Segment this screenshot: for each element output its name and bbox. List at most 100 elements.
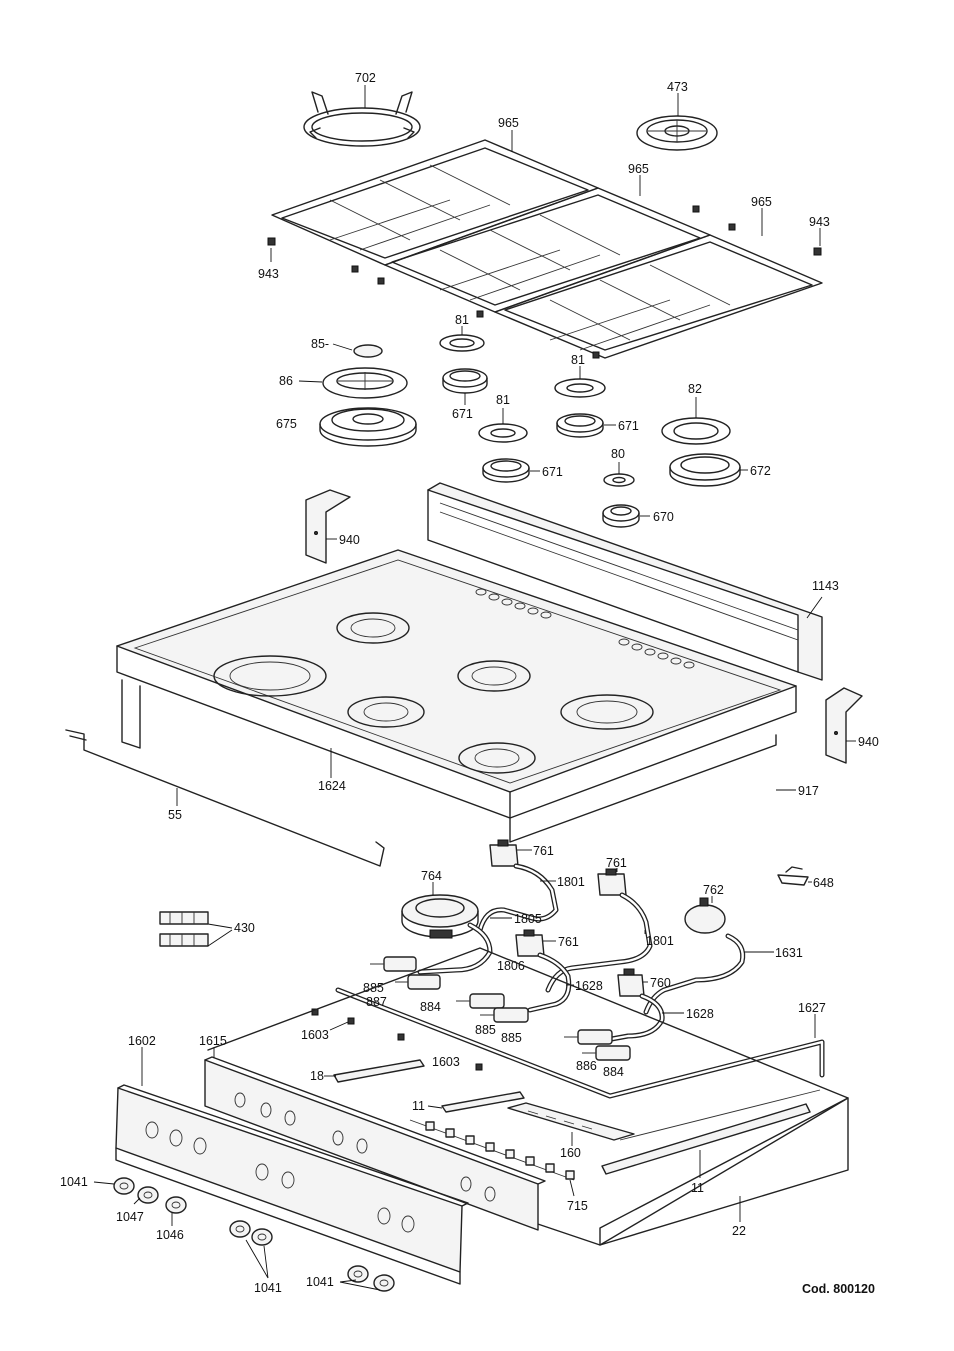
callout-965-b: 965 [628,162,649,176]
callout-1602: 1602 [128,1034,156,1048]
burner-crown-86 [322,367,408,399]
control-knobs-1041 [113,1177,395,1292]
base-tray-22 [207,947,849,1246]
callout-1603-a: 1603 [301,1028,329,1042]
callout-1806: 1806 [497,959,525,973]
callout-1801-a: 1801 [557,875,585,889]
burner-cap-82 [661,417,731,445]
callout-1624: 1624 [318,779,346,793]
callout-11-b: 11 [691,1181,704,1195]
rail-11-a [441,1091,525,1113]
clip-1603-d [475,1063,483,1071]
callout-160: 160 [560,1146,581,1160]
pan-support-grates-965 [267,139,823,359]
callout-1801-b: 1801 [646,934,674,948]
callout-1628-a: 1628 [575,979,603,993]
callout-885-b: 885 [475,1023,496,1037]
callout-940-a: 940 [339,533,360,547]
callout-81-a: 81 [455,313,469,327]
callout-80: 80 [611,447,625,461]
clip-1603-a [311,1008,319,1016]
terminal-blocks-430 [159,911,209,947]
clip-1603-c [397,1033,405,1041]
callout-715: 715 [567,1199,588,1213]
callout-22: 22 [732,1224,746,1238]
clip-648 [777,866,809,886]
callout-1047: 1047 [116,1210,144,1224]
control-panel-1602 [115,1084,469,1285]
callout-1627: 1627 [798,1001,826,1015]
rail-11-b [601,1103,811,1175]
callout-1631: 1631 [775,946,803,960]
gas-valves [370,956,631,1061]
rail-18 [333,1059,425,1083]
callout-887: 887 [366,995,387,1009]
callout-886: 886 [576,1059,597,1073]
callout-1603-b: 1603 [432,1055,460,1069]
callout-965-a: 965 [498,116,519,130]
callout-884-a: 884 [420,1000,441,1014]
callout-648: 648 [813,876,834,890]
bracket-940-right [825,687,863,764]
callout-81-b: 81 [496,393,510,407]
callout-672: 672 [750,464,771,478]
callout-473: 473 [667,80,688,94]
callout-430: 430 [234,921,255,935]
side-panel-917 [509,734,777,843]
burner-cap-81-c [554,378,606,398]
callout-943-b: 943 [809,215,830,229]
callout-761-c: 761 [558,935,579,949]
callout-885-c: 885 [501,1031,522,1045]
control-panel-1615 [204,1056,546,1231]
callout-1046: 1046 [156,1228,184,1242]
backguard-1143 [427,482,823,681]
callout-943-a: 943 [258,267,279,281]
callout-11-a: 11 [412,1099,425,1113]
callout-917: 917 [798,784,819,798]
injector-761-c [515,929,545,957]
callout-55: 55 [168,808,182,822]
callout-1143: 1143 [812,579,839,593]
callout-1041-c: 1041 [306,1275,334,1289]
injector-762 [684,897,726,934]
callout-762: 762 [703,883,724,897]
injector-761-a [489,839,519,867]
hob-top-plate [116,549,797,819]
callout-884-b: 884 [603,1065,624,1079]
main-gas-pipe-1627 [335,987,825,1099]
ignition-module-160 [507,1102,635,1141]
callout-86: 86 [279,374,293,388]
callout-764: 764 [421,869,442,883]
burner-base-675 [319,407,417,447]
wok-ring-702 [303,91,421,147]
burner-cap-80 [603,473,635,487]
callout-761-b: 761 [606,856,627,870]
burner-cap-85 [353,344,383,358]
diagram-code-label: Cod. 800120 [802,1282,875,1296]
callout-761-a: 761 [533,844,554,858]
callout-85: 85- [311,337,329,351]
burner-671-c [556,413,604,438]
callout-675: 675 [276,417,297,431]
callout-1615: 1615 [199,1034,227,1048]
callout-670: 670 [653,510,674,524]
callout-760: 760 [650,976,671,990]
burner-cap-81-a [439,334,485,352]
callout-1041-b: 1041 [254,1281,282,1295]
bracket-940-left [305,489,351,564]
burner-671-b [482,458,530,483]
callout-82: 82 [688,382,702,396]
injector-760 [617,968,645,997]
callout-18: 18 [310,1069,324,1083]
callout-702: 702 [355,71,376,85]
clip-1603-b [347,1017,355,1025]
callout-671-c: 671 [618,419,639,433]
callout-81-c: 81 [571,353,585,367]
support-rod-55 [65,729,385,867]
front-strip-1624 [121,679,141,749]
ignition-switches-715 [409,1119,575,1181]
reducer-473 [636,115,718,151]
burner-671-a [442,368,488,394]
burner-670 [602,504,640,528]
